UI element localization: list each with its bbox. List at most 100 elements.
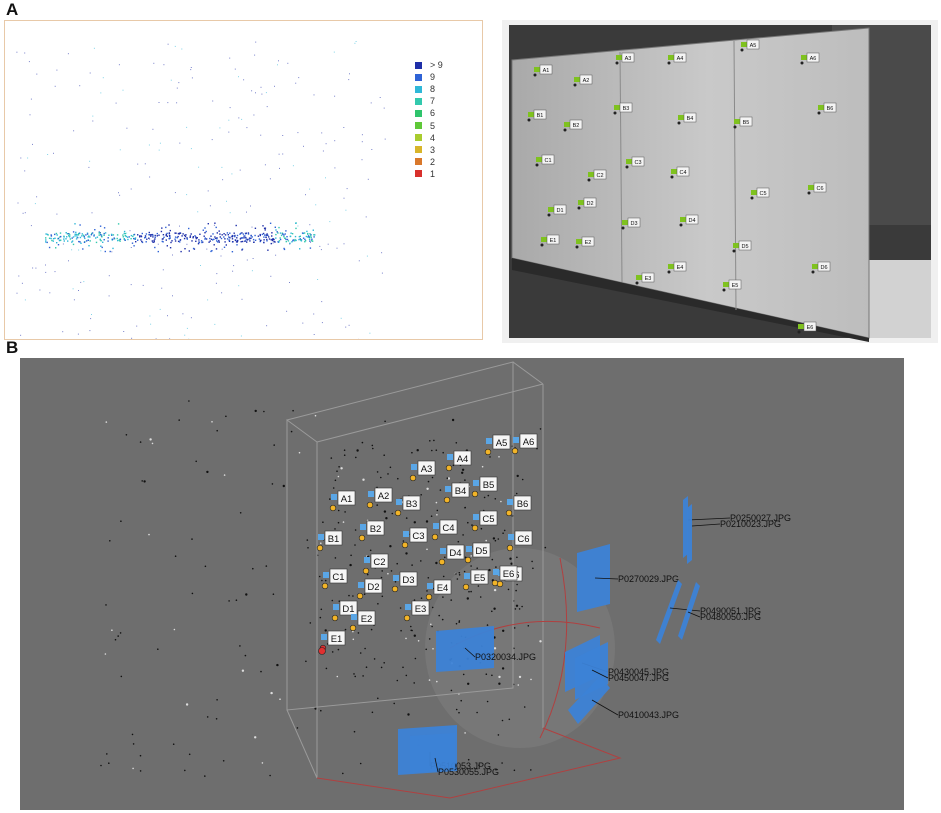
- cloud-point: [226, 200, 227, 202]
- cloud-point: [148, 234, 150, 236]
- cloud-point: [191, 240, 193, 242]
- photo-target-tag: [579, 74, 593, 85]
- photo-target: D2: [577, 197, 597, 210]
- cloud-point: [113, 238, 116, 240]
- cloud-point: [231, 173, 233, 175]
- scene-point: [350, 554, 352, 557]
- cloud-point: [214, 236, 216, 238]
- scene-point: [427, 577, 430, 579]
- flag-icon: [574, 77, 580, 82]
- scene-point: [458, 711, 460, 714]
- scene-point: [359, 652, 362, 654]
- scene-target-tag: [479, 476, 498, 492]
- cloud-point: [266, 234, 268, 236]
- scene-point: [493, 647, 497, 650]
- cloud-point: [122, 236, 124, 238]
- cloud-point: [233, 232, 235, 234]
- cloud-point: [294, 240, 296, 242]
- scene-point: [480, 527, 483, 530]
- scene-point: [314, 707, 317, 710]
- cloud-point: [264, 234, 266, 236]
- cloud-point: [123, 232, 125, 235]
- photo-target-label: D3: [630, 221, 637, 227]
- flag-icon: [534, 67, 540, 72]
- cloud-point: [169, 237, 171, 239]
- cloud-point: [89, 72, 91, 74]
- cloud-point: [218, 239, 220, 242]
- cloud-point: [233, 265, 235, 267]
- scene-target-tag: [339, 600, 358, 616]
- legend-item: 3: [415, 144, 443, 156]
- cloud-point: [195, 240, 197, 242]
- cloud-point: [88, 235, 90, 237]
- cloud-point: [122, 89, 124, 91]
- cloud-point: [194, 235, 196, 237]
- cloud-point: [152, 128, 154, 130]
- camera-leader-line: [687, 611, 701, 618]
- cloud-point: [295, 222, 297, 224]
- cloud-point: [186, 327, 188, 329]
- scene-point: [331, 651, 334, 653]
- scene-point: [336, 675, 339, 678]
- cloud-point: [141, 241, 144, 244]
- scene-target-label: D3: [402, 575, 414, 586]
- cloud-point: [310, 235, 312, 237]
- scene-point: [306, 539, 309, 541]
- cloud-point: [158, 234, 160, 236]
- cloud-point: [241, 240, 244, 243]
- cloud-point: [265, 92, 267, 94]
- cloud-point: [202, 241, 204, 243]
- scene-point: [458, 571, 461, 574]
- scene-point: [366, 573, 369, 576]
- scene-target-label: A4: [457, 454, 469, 465]
- target-dot: [679, 223, 683, 227]
- target-marker: [362, 567, 370, 575]
- scene-target: A4: [445, 450, 472, 472]
- scene-point: [483, 496, 486, 499]
- cloud-point: [158, 102, 160, 103]
- scene-point: [508, 718, 511, 721]
- cloud-point: [220, 237, 223, 240]
- scene-point: [497, 734, 500, 736]
- scene-point: [462, 673, 465, 676]
- cloud-point: [126, 236, 129, 238]
- target-marker: [409, 474, 417, 482]
- cloud-point: [56, 213, 58, 215]
- scene-point: [355, 456, 357, 459]
- scene-point: [478, 764, 480, 766]
- cloud-point: [294, 238, 296, 241]
- target-marker: [471, 524, 479, 532]
- cloud-point: [167, 102, 169, 104]
- scene-point: [431, 625, 433, 628]
- cloud-point: [132, 235, 134, 238]
- cloud-point: [264, 227, 267, 229]
- scene-point: [457, 540, 460, 543]
- scene-point: [109, 540, 111, 542]
- cloud-point: [142, 284, 144, 286]
- scene-point: [340, 467, 343, 470]
- scene-point: [425, 648, 428, 651]
- cloud-point: [167, 315, 168, 317]
- flag-icon: [751, 190, 757, 195]
- scene-point: [334, 479, 337, 482]
- cloud-point: [361, 134, 363, 136]
- photo-target: C6: [807, 182, 827, 195]
- scene-point: [426, 487, 429, 490]
- scene-point: [254, 736, 257, 739]
- scene-point: [426, 548, 428, 551]
- cloud-point: [274, 85, 275, 87]
- legend-item: 7: [415, 95, 443, 107]
- cloud-point: [145, 233, 148, 235]
- cloud-point: [104, 232, 107, 234]
- cloud-point: [269, 178, 271, 180]
- cloud-point: [179, 225, 180, 227]
- photo-target-tag: [756, 187, 770, 198]
- cloud-point: [348, 324, 350, 326]
- camera-label: P0450047.JPG: [608, 673, 669, 683]
- scene-target: D1: [331, 600, 358, 622]
- scene-point: [369, 549, 372, 552]
- scene-point: [493, 588, 497, 592]
- cloud-point: [87, 236, 89, 238]
- scene-point: [471, 524, 473, 526]
- flag-icon: [588, 172, 594, 177]
